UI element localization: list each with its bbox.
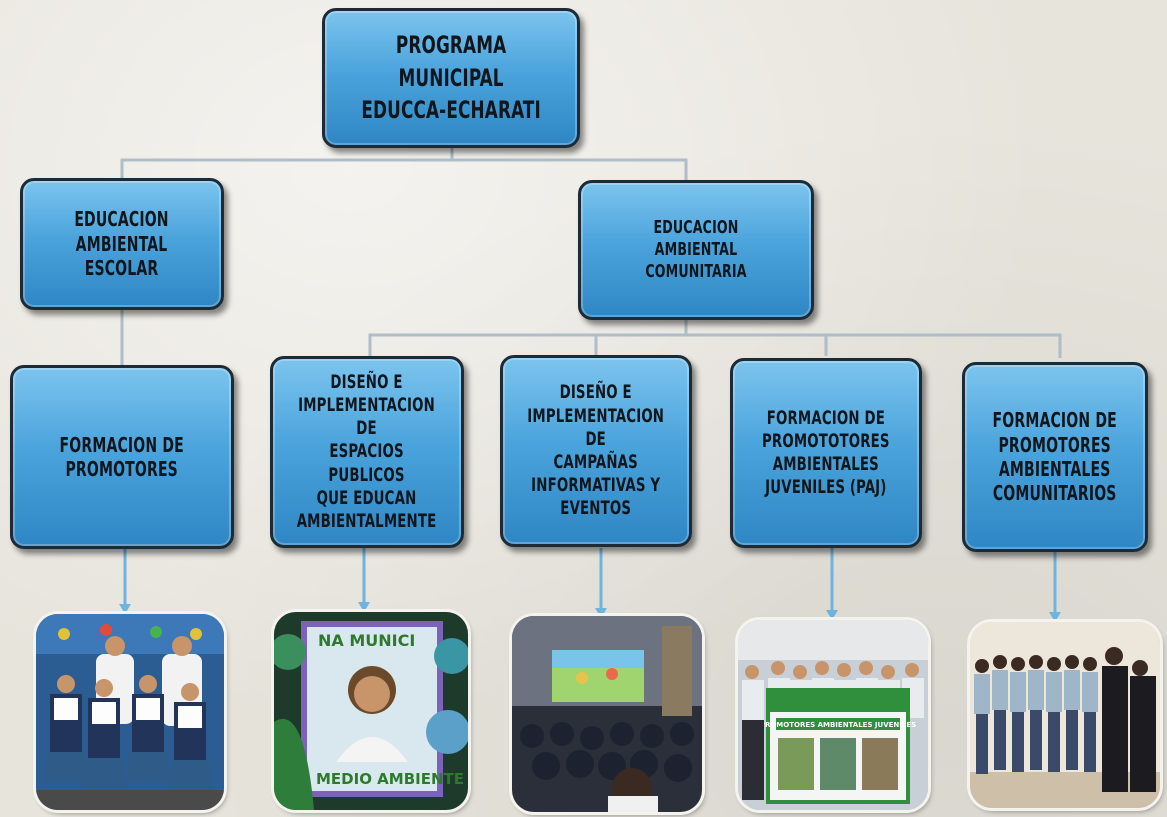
branch-escolar: EDUCACION AMBIENTAL ESCOLAR	[20, 178, 224, 310]
component-5-title: FORMACION DE PROMOTORES AMBIENTALES COMU…	[992, 408, 1118, 506]
connector-root	[120, 148, 688, 180]
root-node: PROGRAMA MUNICIPAL EDUCCA-ECHARATI	[322, 8, 580, 148]
component-3-title: DISEÑO E IMPLEMENTACION DE CAMPAÑAS INFO…	[527, 381, 665, 520]
component-promotores-juveniles: FORMACION DE PROMOTOTORES AMBIENTALES JU…	[730, 358, 922, 548]
component-campanas-informativas: DISEÑO E IMPLEMENTACION DE CAMPAÑAS INFO…	[500, 355, 692, 547]
component-formacion-promotores: FORMACION DE PROMOTORES	[10, 365, 234, 549]
photo-screening	[512, 616, 702, 812]
arrow-head-4	[826, 610, 838, 620]
mural-text-bottom: MEDIO AMBIENTE	[316, 770, 464, 788]
component-2-title: DISEÑO E IMPLEMENTACION DE ESPACIOS PUBL…	[297, 370, 437, 532]
arrow-head-3	[595, 608, 607, 618]
branch-escolar-title: EDUCACION AMBIENTAL ESCOLAR	[74, 207, 170, 281]
branch-comunitaria-title: EDUCACION AMBIENTAL COMUNITARIA	[645, 217, 747, 282]
mural-text-top: NA MUNICI	[318, 631, 415, 650]
root-title: PROGRAMA MUNICIPAL EDUCCA-ECHARATI	[361, 31, 541, 125]
component-1-title: FORMACION DE PROMOTORES	[59, 432, 185, 481]
banner-text: PROMOTORES AMBIENTALES JUVENILES	[760, 721, 916, 729]
connector-comunitaria	[368, 320, 1062, 358]
photo-youth-banner: PROMOTORES AMBIENTALES JUVENILES	[738, 620, 928, 810]
component-promotores-comunitarios: FORMACION DE PROMOTORES AMBIENTALES COMU…	[962, 362, 1148, 552]
arrow-head-1	[119, 604, 131, 614]
arrow-head-5	[1049, 612, 1061, 622]
arrow-head-2	[358, 602, 370, 612]
photo-mural: NA MUNICI MEDIO AMBIENTE	[274, 612, 468, 810]
component-4-title: FORMACION DE PROMOTOTORES AMBIENTALES JU…	[762, 406, 890, 499]
photo-students	[36, 614, 224, 810]
photo-community-group	[970, 622, 1160, 808]
component-espacios-publicos: DISEÑO E IMPLEMENTACION DE ESPACIOS PUBL…	[270, 356, 464, 548]
branch-comunitaria: EDUCACION AMBIENTAL COMUNITARIA	[578, 180, 814, 320]
